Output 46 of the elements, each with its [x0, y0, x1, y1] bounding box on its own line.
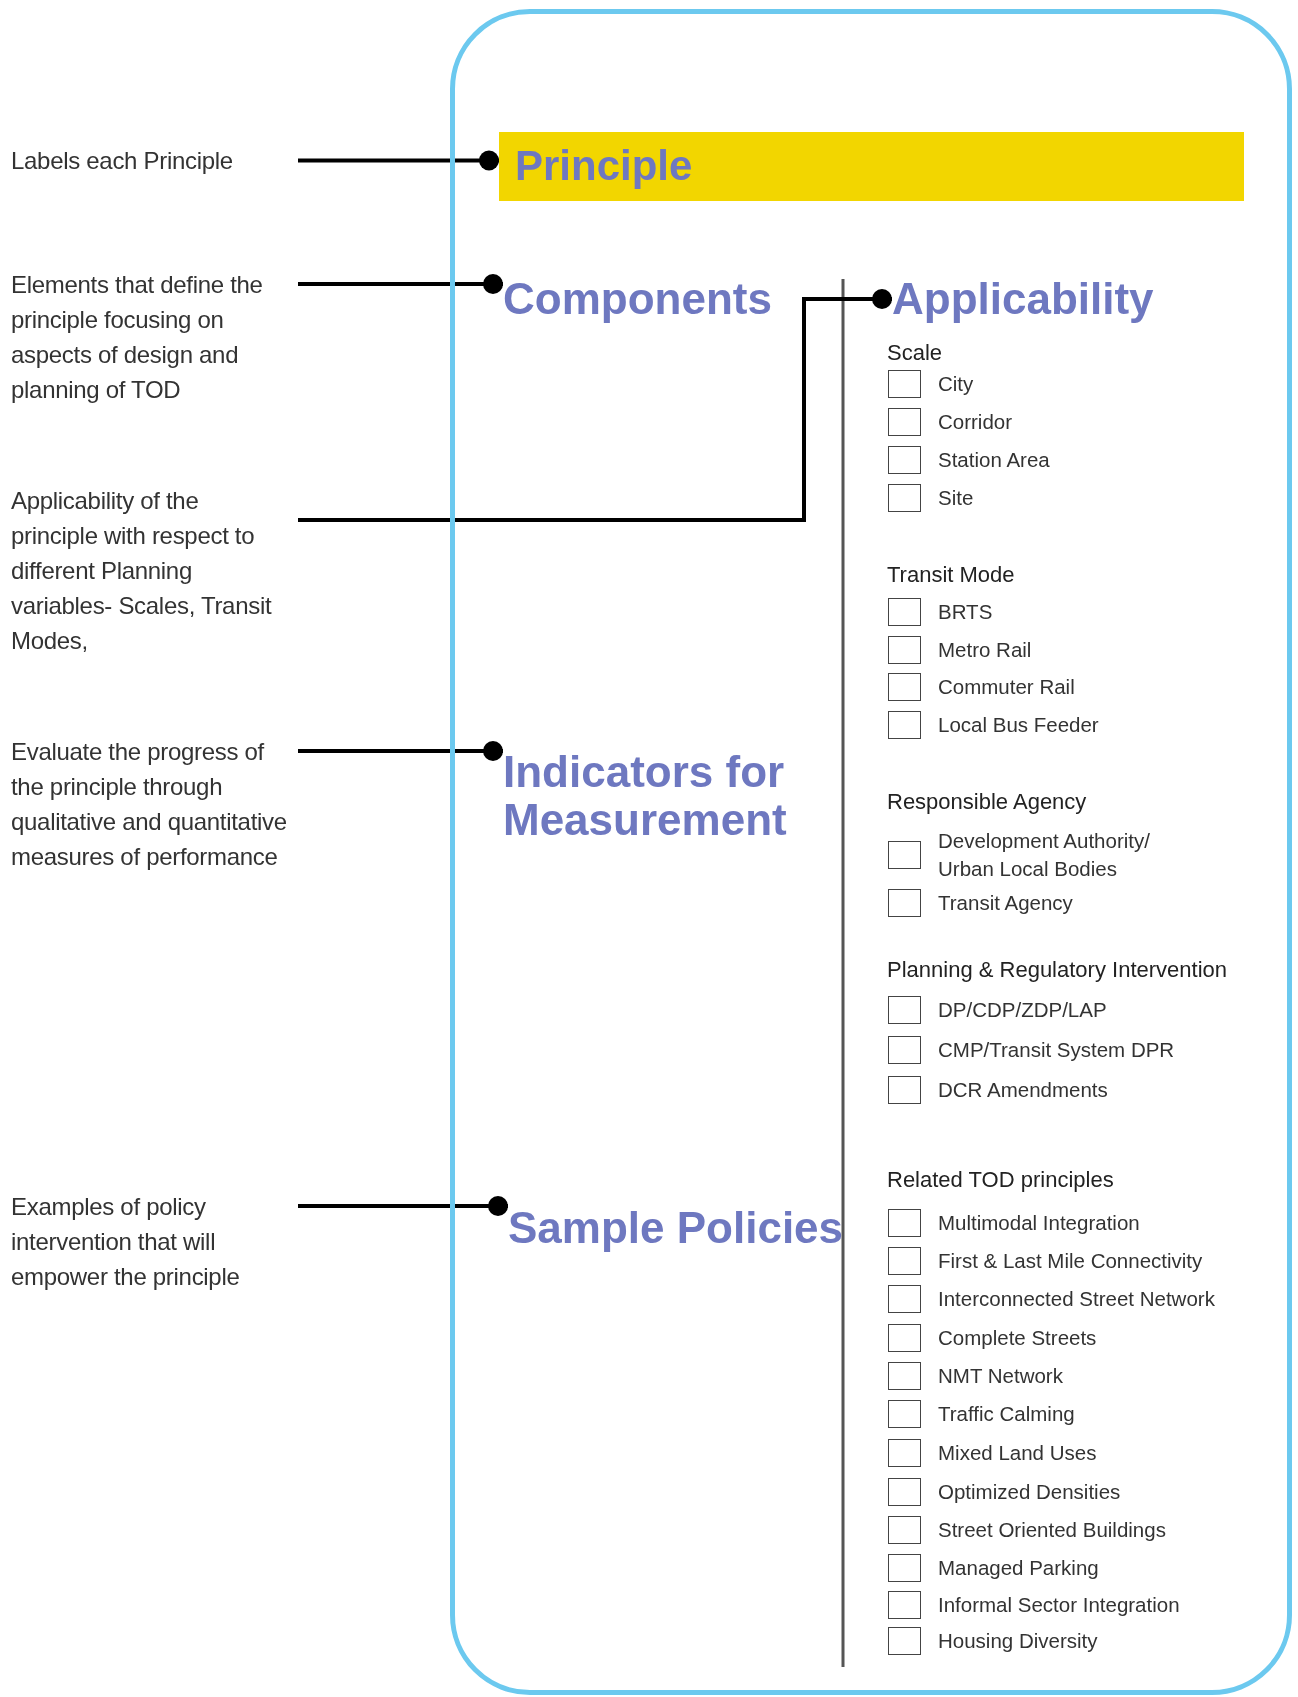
option-label: Mixed Land Uses: [938, 1439, 1098, 1466]
option-label: Street Oriented Buildings: [938, 1516, 1167, 1543]
option-label: CMP/Transit System DPR: [938, 1037, 1176, 1064]
option-label: Commuter Rail: [938, 674, 1076, 701]
option-label: Corridor: [938, 409, 1014, 436]
option-label: Optimized Densities: [938, 1478, 1122, 1505]
section-title: Components: [503, 275, 772, 323]
option-label: City: [938, 371, 975, 398]
group-heading: Scale: [887, 339, 943, 366]
leader-line: [298, 150, 499, 171]
frame-card: [450, 9, 1292, 1695]
leader-line: [298, 289, 892, 522]
group-heading: Planning & Regulatory Intervention: [887, 957, 1227, 983]
option-label: First & Last Mile Connectivity: [938, 1248, 1204, 1275]
leader-line: [298, 274, 503, 294]
principle-banner: Principle: [499, 132, 1244, 201]
section-title: Sample Policies: [508, 1204, 844, 1252]
option-label: Managed Parking: [938, 1554, 1100, 1581]
option-label: Multimodal Integration: [938, 1210, 1141, 1237]
group-heading: Related TOD principles: [887, 1167, 1114, 1194]
option-label: Local Bus Feeder: [938, 712, 1100, 739]
option-label: DCR Amendments: [938, 1077, 1109, 1104]
description-text: Examples of policy intervention that will empower the principle: [11, 1189, 291, 1294]
option-label: Housing Diversity: [938, 1628, 1099, 1655]
description-text: Elements that define the principle focusing on aspects of design and planning of TOD: [11, 267, 291, 407]
option-label: BRTS: [938, 598, 994, 625]
leader-line: [298, 1196, 508, 1216]
description-text: Applicability of the principle with respect to different Planning variables- Scales, Transit Modes,: [11, 483, 291, 658]
group-heading: Transit Mode: [887, 561, 1015, 588]
option-label: Traffic Calming: [938, 1400, 1076, 1427]
option-label: Complete Streets: [938, 1325, 1098, 1352]
option-label: NMT Network: [938, 1363, 1064, 1389]
option-label: Station Area: [938, 447, 1051, 474]
option-label: Informal Sector Integration: [938, 1592, 1181, 1619]
option-label: Site: [938, 485, 975, 511]
description-text: Labels each Principle: [11, 143, 291, 178]
option-label: Transit Agency: [938, 889, 1074, 916]
option-label: DP/CDP/ZDP/LAP: [938, 997, 1108, 1024]
section-title: Indicators for Measurement: [503, 748, 833, 844]
description-text: Evaluate the progress of the principle through qualitative and quantitative measures of performance: [11, 734, 291, 874]
option-label: Development Authority/ Urban Local Bodies: [938, 828, 1151, 883]
option-label: Metro Rail: [938, 636, 1033, 663]
section-title: Applicability: [892, 275, 1154, 323]
option-label: Interconnected Street Network: [938, 1286, 1216, 1313]
group-heading: Responsible Agency: [887, 789, 1087, 816]
leader-line: [298, 741, 503, 761]
